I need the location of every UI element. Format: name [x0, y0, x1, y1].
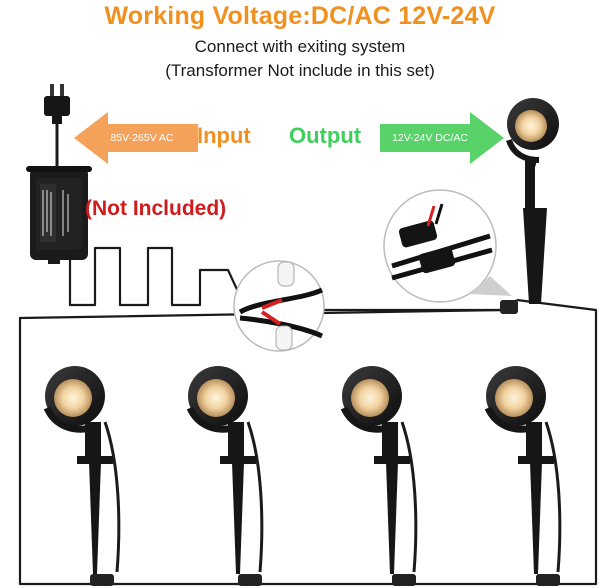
- page-title: Working Voltage:DC/AC 12V-24V: [104, 2, 496, 30]
- transformer-status: (Not Included): [85, 197, 227, 220]
- power-plug: [44, 84, 70, 168]
- spotlight-1: [43, 366, 121, 574]
- connector-inset-right: [383, 189, 512, 303]
- spotlight-4: [484, 366, 562, 574]
- output-label: Output: [289, 123, 362, 148]
- spotlight-3: [340, 366, 418, 574]
- subtitle-line-2: (Transformer Not include in this set): [165, 61, 435, 80]
- output-voltage-label: 12V-24V DC/AC: [392, 132, 468, 144]
- cable-connectors: [90, 300, 560, 586]
- spotlight-2: [186, 366, 264, 574]
- spotlight-top-right: [506, 98, 559, 304]
- subtitle-line-1: Connect with exiting system: [194, 37, 406, 56]
- output-arrow: [380, 112, 504, 164]
- input-arrow: [74, 112, 198, 164]
- transformer: [26, 166, 92, 264]
- input-label: Input: [197, 123, 251, 148]
- connector-inset-center: [233, 260, 325, 352]
- input-voltage-label: 85V-265V AC: [110, 132, 174, 144]
